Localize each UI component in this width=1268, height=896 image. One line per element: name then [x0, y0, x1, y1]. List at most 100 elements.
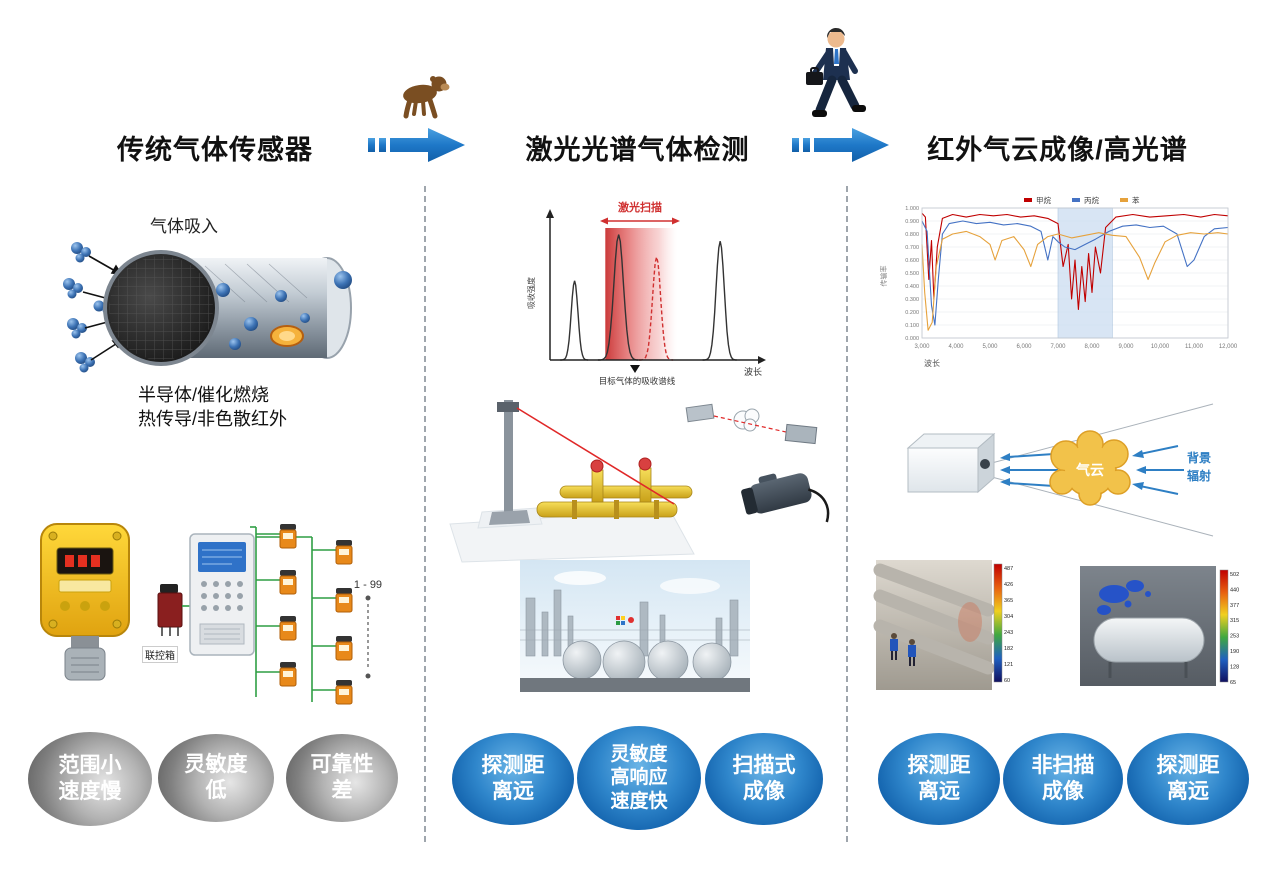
svg-text:9,000: 9,000 — [1118, 344, 1134, 350]
advantage-bubble-sensitivity: 灵敏度 高响应 速度快 — [577, 726, 701, 830]
legend-label-benzene: 苯 — [1132, 195, 1140, 205]
svg-text:5,000: 5,000 — [982, 344, 998, 350]
legend-label-methane: 甲烷 — [1036, 195, 1052, 205]
svg-text:6,000: 6,000 — [1016, 344, 1032, 350]
svg-text:11,000: 11,000 — [1185, 344, 1204, 350]
column-divider-1 — [424, 186, 426, 842]
svg-text:4,000: 4,000 — [948, 344, 964, 350]
bubble-line: 速度慢 — [58, 780, 122, 803]
ir-camera-box — [906, 432, 996, 494]
bubble-line: 非扫描 — [1031, 754, 1095, 778]
control-panel-device — [189, 533, 255, 656]
svg-text:502: 502 — [1230, 572, 1239, 578]
thermal-image-right: 502 440 377 315 253 190 128 65 — [1080, 566, 1239, 686]
bubble-line: 成像 — [743, 780, 785, 803]
ir-chart-xlabel: 波长 — [924, 358, 940, 368]
gas-cloud: 气云 — [1049, 430, 1131, 506]
ape-icon — [403, 76, 450, 119]
sensor-body — [103, 250, 352, 366]
svg-text:304: 304 — [1004, 614, 1013, 620]
ir-chart-plot: 1.0000.9000.8000.7000.6000.5000.4000.300… — [905, 206, 1238, 350]
spectrum-ylabel: 吸收强度 — [526, 277, 536, 309]
absorption-spectrum-chart: 吸收强度 激光扫描 波长 目标气体的吸收谱线 — [526, 200, 766, 386]
svg-text:1.000: 1.000 — [905, 206, 919, 212]
svg-text:0.900: 0.900 — [905, 219, 919, 225]
bubble-line: 可靠性 — [310, 753, 374, 777]
gas-cloud-label: 气云 — [1075, 462, 1104, 478]
colorbar — [993, 563, 1003, 683]
svg-text:440: 440 — [1230, 587, 1239, 593]
bubble-line: 灵敏度 — [184, 753, 248, 777]
svg-text:10,000: 10,000 — [1151, 344, 1170, 350]
laser-detection-scene — [449, 400, 830, 563]
bubble-line: 高响应 — [610, 767, 668, 789]
svg-text:0.500: 0.500 — [905, 271, 919, 277]
laser-beam — [516, 407, 675, 505]
colorbar — [1219, 569, 1229, 683]
bubble-line: 探测距 — [481, 754, 545, 778]
svg-text:315: 315 — [1230, 618, 1239, 624]
svg-text:0.000: 0.000 — [905, 336, 919, 342]
bubble-line: 扫描式 — [732, 754, 796, 778]
bubble-line: 范围小 — [58, 754, 122, 778]
svg-text:377: 377 — [1230, 603, 1239, 609]
advantage-bubble-distance: 探测距 离远 — [452, 733, 574, 825]
svg-text:0.300: 0.300 — [905, 297, 919, 303]
evolution-arrow-2-icon — [792, 128, 889, 162]
gas-detector-device — [40, 523, 130, 681]
bubble-line: 差 — [331, 779, 353, 802]
limitation-bubble-reliability: 可靠性 差 — [286, 734, 398, 822]
storage-tank — [1093, 617, 1205, 663]
svg-text:365: 365 — [1004, 598, 1013, 604]
thermal-pipes — [873, 563, 995, 675]
target-marker-icon — [630, 365, 640, 373]
svg-text:121: 121 — [1004, 662, 1013, 668]
sensor-tech-text: 半导体/催化燃烧 热传导/非色散红外 — [138, 383, 287, 431]
workers — [890, 633, 916, 666]
advantage-bubble-scanning: 扫描式 成像 — [705, 733, 823, 825]
svg-text:253: 253 — [1230, 634, 1239, 640]
network-detectors — [279, 524, 353, 705]
svg-text:487: 487 — [1004, 566, 1013, 572]
laser-devices-sketch — [685, 403, 818, 445]
svg-text:190: 190 — [1230, 649, 1239, 655]
bubble-line: 低 — [205, 779, 227, 802]
tech-line-2: 热传导/非色散红外 — [138, 409, 288, 429]
svg-text:12,000: 12,000 — [1219, 344, 1238, 350]
radiation-arrows-to-camera — [1000, 453, 1058, 487]
background-radiation-label-1: 背景 — [1187, 450, 1211, 465]
spectrum-annotation: 目标气体的吸收谱线 — [599, 376, 676, 386]
legend-label-propane: 丙烷 — [1084, 195, 1100, 205]
ir-camera-device — [741, 473, 830, 523]
evolution-arrow-1-icon — [368, 128, 465, 162]
network-range-label: 1 - 99 — [354, 579, 382, 591]
laser-pole — [489, 400, 530, 525]
heater-element — [270, 325, 304, 347]
spectrum-xlabel: 波长 — [744, 366, 762, 377]
inner-molecules — [216, 283, 310, 350]
network-wires — [250, 526, 336, 702]
svg-text:0.700: 0.700 — [905, 245, 919, 251]
logo-mark — [616, 616, 634, 625]
bubble-line: 探测距 — [1156, 754, 1220, 778]
svg-text:0.600: 0.600 — [905, 258, 919, 264]
bubble-line: 成像 — [1042, 780, 1084, 803]
background-radiation-arrows — [1132, 445, 1184, 495]
bubble-line: 离远 — [492, 780, 534, 803]
limitation-bubble-sensitivity: 灵敏度 低 — [158, 734, 274, 822]
refinery-structures — [520, 589, 750, 657]
svg-text:128: 128 — [1230, 664, 1239, 670]
column3-title: 红外气云成像/高光谱 — [927, 135, 1188, 165]
advantage-bubble-distance-ir: 探测距 离远 — [878, 733, 1000, 825]
column-divider-2 — [846, 186, 848, 842]
svg-text:65: 65 — [1230, 680, 1236, 686]
bubble-line: 探测距 — [907, 754, 971, 778]
svg-text:0.100: 0.100 — [905, 323, 919, 329]
svg-text:0.400: 0.400 — [905, 284, 919, 290]
detector-network-diagram: 1 - 99 — [250, 524, 382, 705]
businessman-icon — [806, 27, 866, 117]
svg-text:0.200: 0.200 — [905, 310, 919, 316]
ir-chart-legend: 甲烷 丙烷 苯 — [1024, 195, 1140, 205]
